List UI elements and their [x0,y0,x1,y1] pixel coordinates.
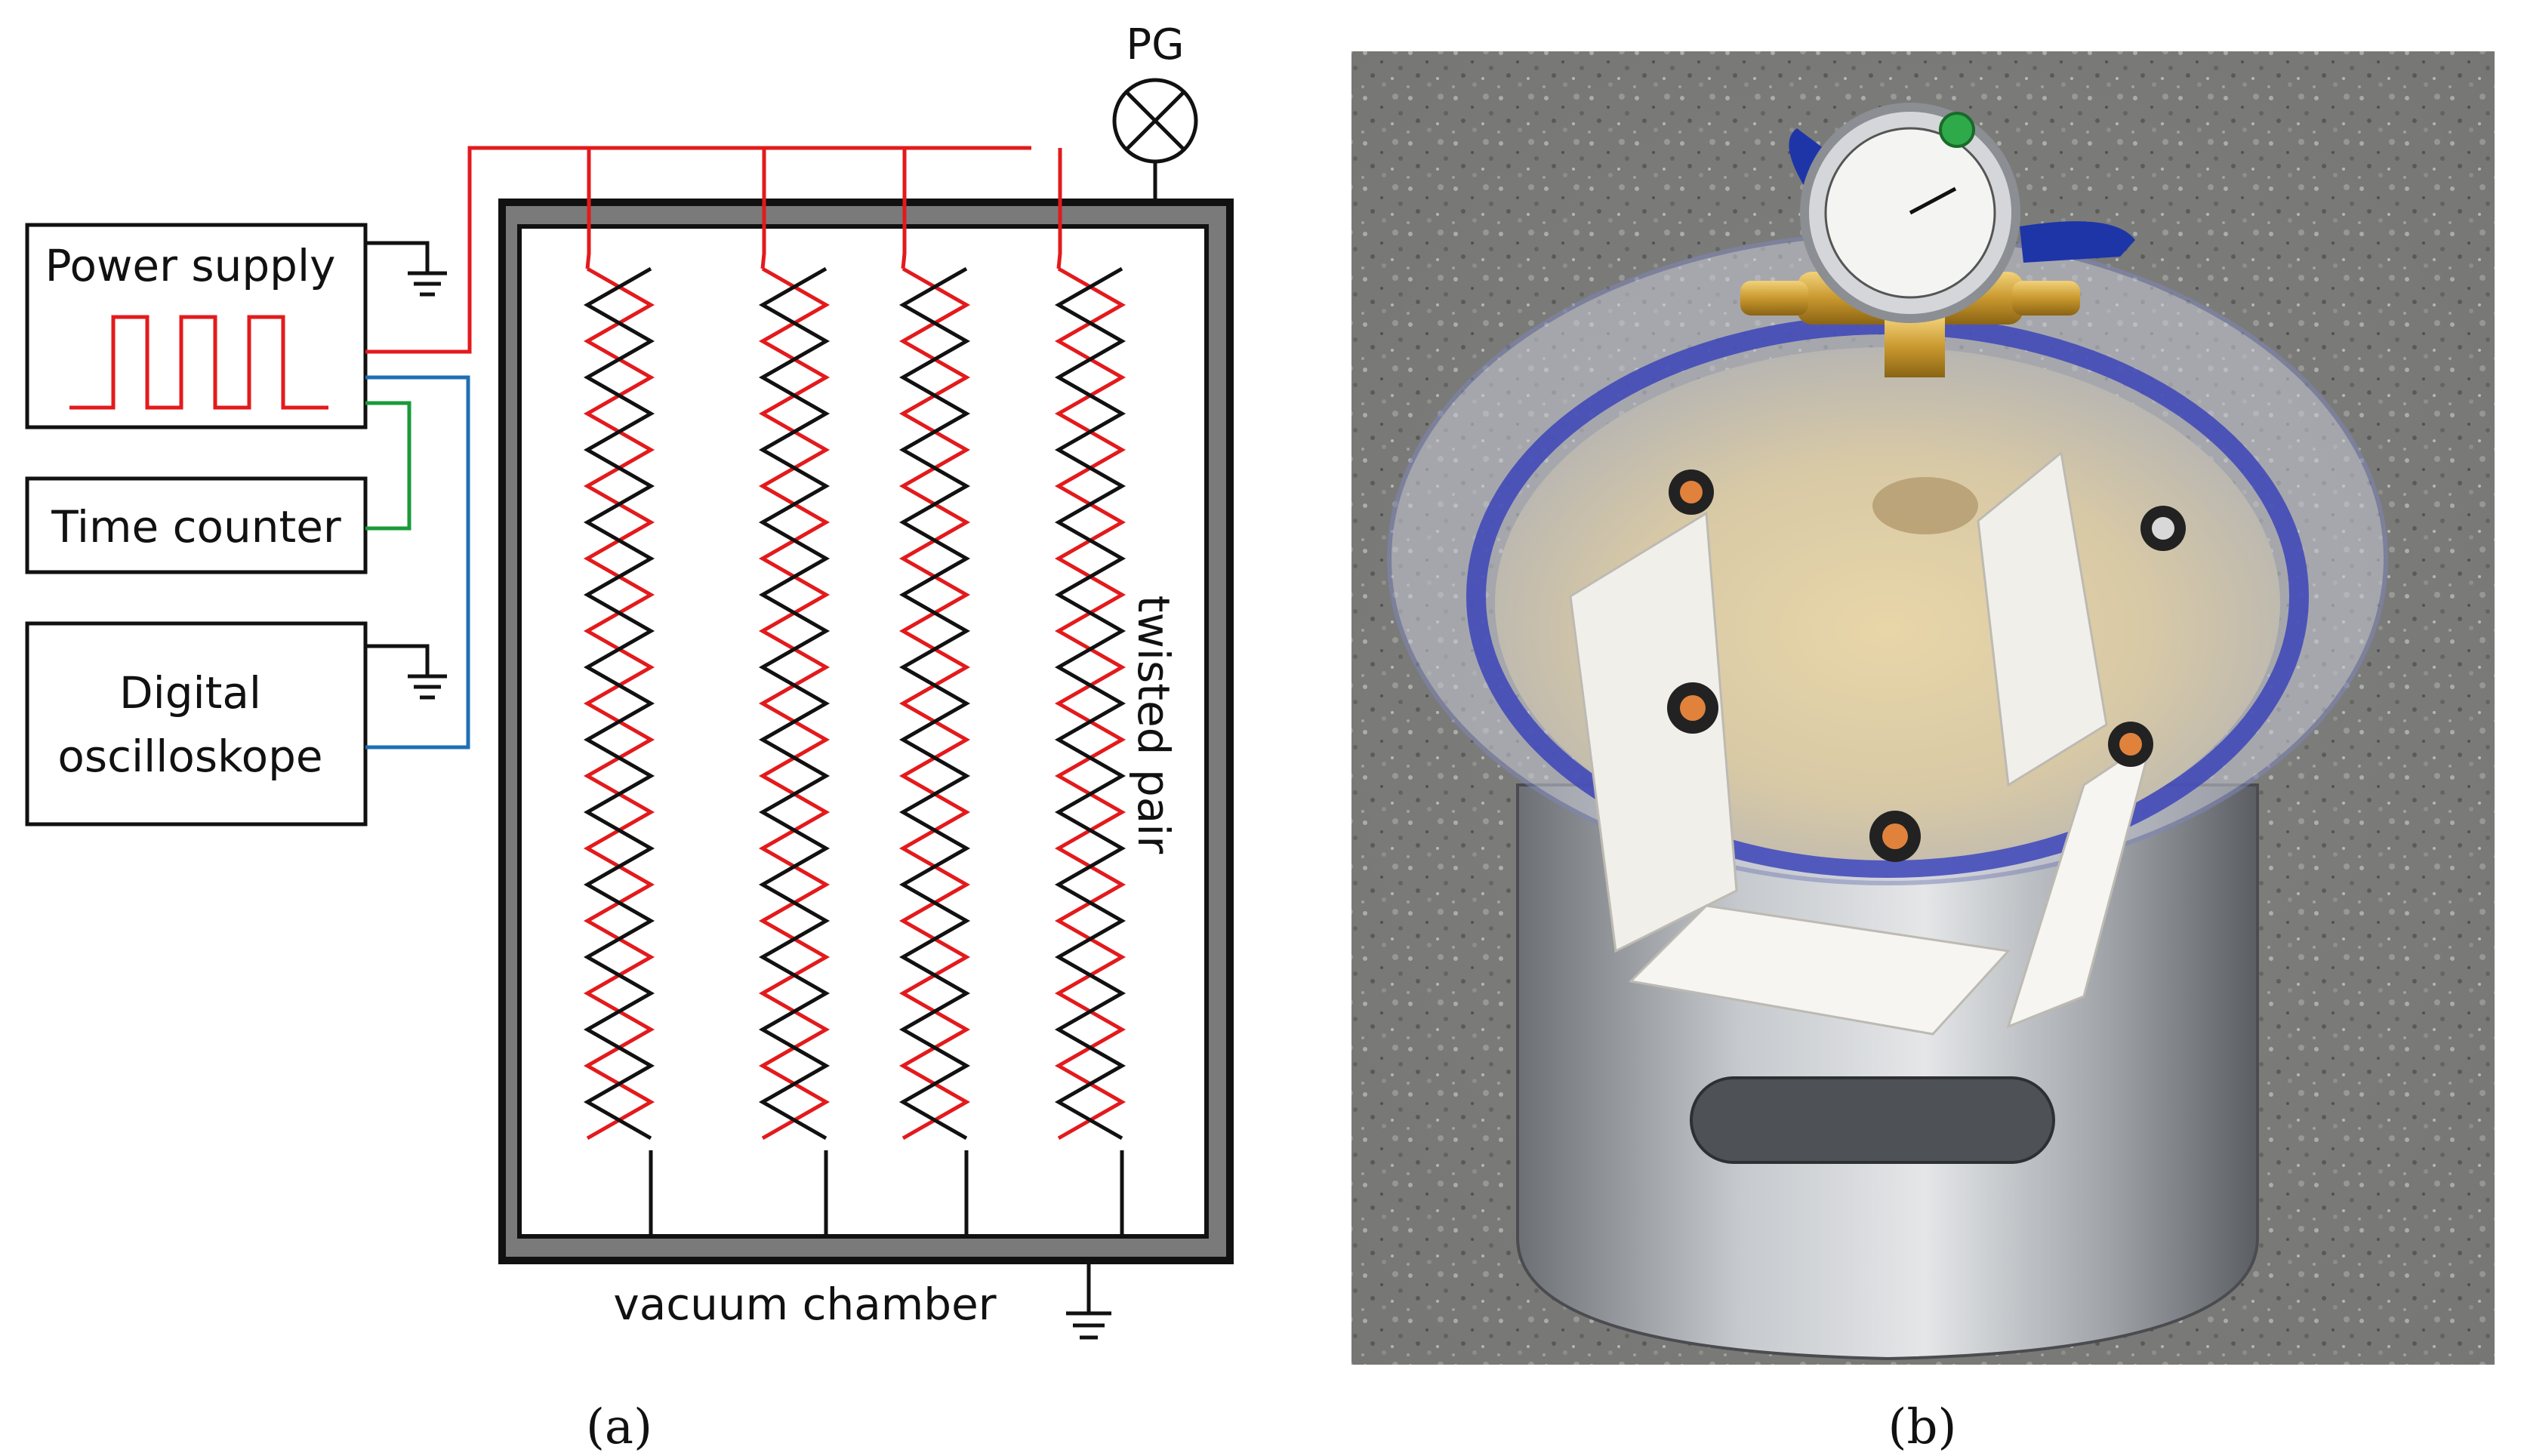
panel-a-schematic: Power supply Time counter Digital oscill… [25,20,1234,1455]
scope-wire [365,375,470,750]
pair-feed-wire [760,148,766,269]
test-board [1569,511,1738,953]
twisted-pair-return-wire [758,266,831,1140]
pressure-gauge-icon [1112,78,1198,202]
pair-feed-wire [585,148,591,269]
panel-b-caption: (b) [1888,1399,1957,1455]
power-supply-label: Power supply [45,240,336,291]
vacuum-chamber-label: vacuum chamber [613,1279,996,1330]
twisted-pair-signal-wire [758,266,831,1140]
ground-icon [365,241,447,297]
twisted-pairs [583,148,1126,1236]
twisted-pair-signal-wire [583,266,655,1140]
twisted-pair-return-wire [1054,266,1126,1140]
test-board [1977,451,2108,787]
pair-feed-wire [1056,148,1062,269]
counter-wire [365,401,411,531]
pressure-gauge-label: PG [1126,20,1184,69]
pot-handle-slot [1690,1076,2055,1164]
pair-feed-wire [901,148,907,269]
gauge-valve-assembly [1740,103,2135,377]
time-counter-box [25,476,368,574]
panel-a-caption: (a) [586,1399,652,1455]
oscilloscope-label-line1: Digital [119,667,261,719]
panel-b-photo: (b) [1351,51,2495,1455]
ground-icon [1066,1261,1111,1340]
twisted-pair-return-wire [898,266,971,1140]
twisted-pair-return-wire [583,266,655,1140]
signal-wire [365,146,1031,354]
sample-coils [1667,469,2186,862]
test-board [1628,904,2011,1036]
twisted-pair-label: twisted pair [1128,596,1179,854]
oscilloscope-label-line2: oscilloskope [57,731,322,782]
twisted-pair-signal-wire [898,266,971,1140]
oscilloscope-box [25,621,368,827]
ground-icon [365,644,447,700]
time-counter-label: Time counter [51,501,341,553]
square-wave-icon [69,315,328,410]
power-supply-box [25,223,368,429]
twisted-pair-signal-wire [1054,266,1126,1140]
